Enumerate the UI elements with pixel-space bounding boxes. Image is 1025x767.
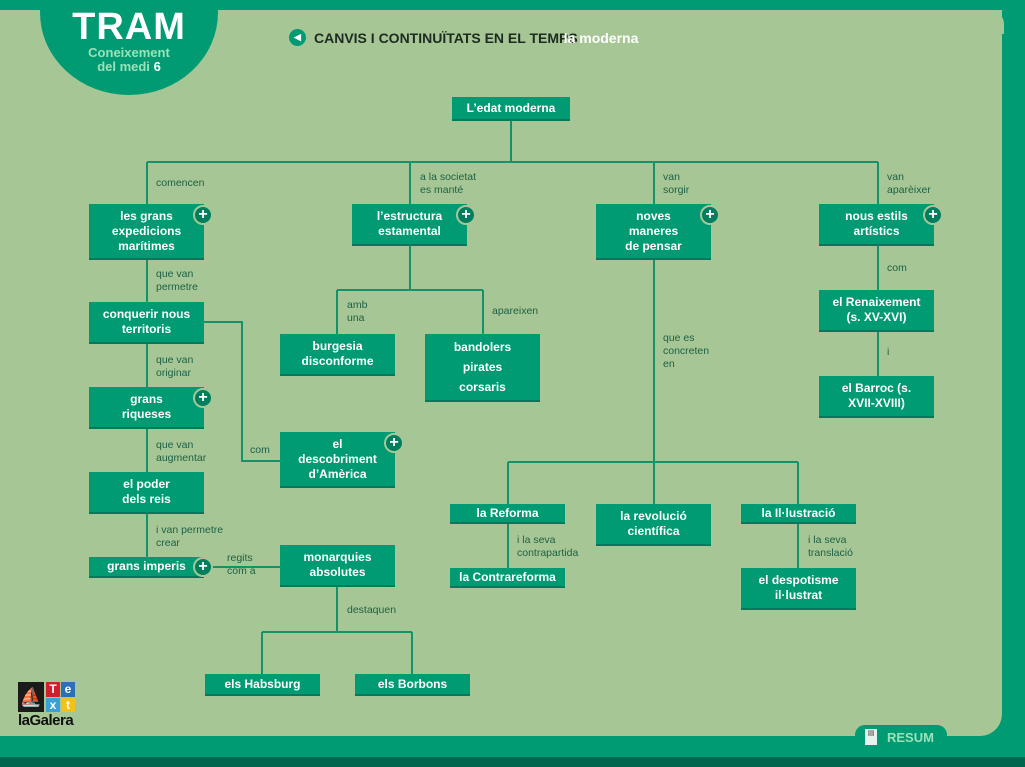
link-label: com bbox=[250, 444, 270, 456]
concept-noves-maneres[interactable]: noves maneres de pensar bbox=[596, 204, 711, 260]
link-label: que es concreten en bbox=[663, 332, 710, 370]
expand-plus-icon[interactable]: + bbox=[456, 205, 476, 225]
concept-contrareforma[interactable]: la Contrareforma bbox=[450, 568, 565, 588]
expand-plus-icon[interactable]: + bbox=[923, 205, 943, 225]
concept-borbons[interactable]: els Borbons bbox=[355, 674, 470, 696]
link-label: van sorgir bbox=[663, 171, 690, 196]
concept-reforma[interactable]: la Reforma bbox=[450, 504, 565, 524]
concept-descobriment[interactable]: el descobriment d’Amèrica bbox=[280, 432, 395, 488]
link-label: i bbox=[887, 346, 890, 358]
link-label: destaquen bbox=[347, 604, 397, 616]
concept-illustracio[interactable]: la Il·lustració bbox=[741, 504, 856, 524]
concept-habsburg[interactable]: els Habsburg bbox=[205, 674, 320, 696]
link-label: i van permetre crear bbox=[156, 524, 224, 549]
subject-line1: Coneixement bbox=[88, 45, 170, 60]
concept-expedicions[interactable]: les grans expedicions marítimes bbox=[89, 204, 204, 260]
resum-label: RESUM bbox=[887, 729, 934, 745]
link-label: apareixen bbox=[492, 305, 539, 317]
subject-line2: del medi bbox=[97, 59, 150, 74]
logo-letter: x bbox=[46, 697, 60, 712]
logo-letter: T bbox=[46, 682, 60, 697]
link-label: com bbox=[887, 262, 907, 274]
resum-button[interactable]: ▤ RESUM bbox=[855, 725, 947, 749]
concept-conquerir[interactable]: conquerir nous territoris bbox=[89, 302, 204, 344]
link-label: amb una bbox=[347, 299, 368, 324]
link-label: i la seva translació bbox=[808, 534, 853, 559]
concept-barroc[interactable]: el Barroc (s. XVII-XVIII) bbox=[819, 376, 934, 418]
grade: 6 bbox=[153, 59, 161, 74]
pdf-document-icon: ▤ bbox=[865, 729, 877, 745]
page-title: CANVIS I CONTINUÏTATS EN EL TEMPS bbox=[314, 29, 578, 46]
page-title-bar: ◀ CANVIS I CONTINUÏTATS EN EL TEMPS la m… bbox=[289, 29, 638, 46]
link-label: regits com a bbox=[227, 552, 256, 577]
ship-icon: ⛵ bbox=[18, 682, 44, 712]
concept-revolucio-cientifica[interactable]: la revolució científica bbox=[596, 504, 711, 546]
concept-bandolers[interactable]: bandolers pirates corsaris bbox=[425, 334, 540, 402]
link-label: que van permetre bbox=[156, 268, 199, 293]
expand-plus-icon[interactable]: + bbox=[193, 205, 213, 225]
concept-burgesia[interactable]: burgesia disconforme bbox=[280, 334, 395, 376]
logo-letter: e bbox=[61, 682, 75, 697]
concept-nous-estils[interactable]: nous estils artístics bbox=[819, 204, 934, 246]
concept-edat-moderna[interactable]: L’edat moderna bbox=[452, 97, 570, 121]
expand-plus-icon[interactable]: + bbox=[193, 557, 213, 577]
concept-monarquies[interactable]: monarquies absolutes bbox=[280, 545, 395, 587]
concept-riqueses[interactable]: grans riqueses bbox=[89, 387, 204, 429]
concept-despotisme[interactable]: el despotisme il·lustrat bbox=[741, 568, 856, 610]
link-label: que van augmentar bbox=[156, 439, 207, 464]
link-label: van aparèixer bbox=[887, 171, 931, 196]
expand-plus-icon[interactable]: + bbox=[700, 205, 720, 225]
logo-letter: t bbox=[61, 697, 75, 712]
concept-renaixement[interactable]: el Renaixement (s. XV-XVI) bbox=[819, 290, 934, 332]
brand-name: TRAM bbox=[72, 6, 186, 48]
link-label: a la societat es manté bbox=[420, 171, 477, 196]
link-label: comencen bbox=[156, 177, 205, 189]
back-arrow-icon[interactable]: ◀ bbox=[289, 29, 306, 46]
publisher-logo: ⛵ T e x t laGalera bbox=[18, 682, 75, 729]
publisher-name: laGalera bbox=[18, 712, 74, 729]
page-subtitle: la moderna bbox=[563, 29, 639, 46]
expand-plus-icon[interactable]: + bbox=[384, 433, 404, 453]
concept-poder-reis[interactable]: el poder dels reis bbox=[89, 472, 204, 514]
link-label: i la seva contrapartida bbox=[517, 534, 579, 559]
link-label: que van originar bbox=[156, 354, 194, 379]
concept-grans-imperis[interactable]: grans imperis bbox=[89, 557, 204, 578]
concept-estructura-estamental[interactable]: l’estructura estamental bbox=[352, 204, 467, 246]
expand-plus-icon[interactable]: + bbox=[193, 388, 213, 408]
